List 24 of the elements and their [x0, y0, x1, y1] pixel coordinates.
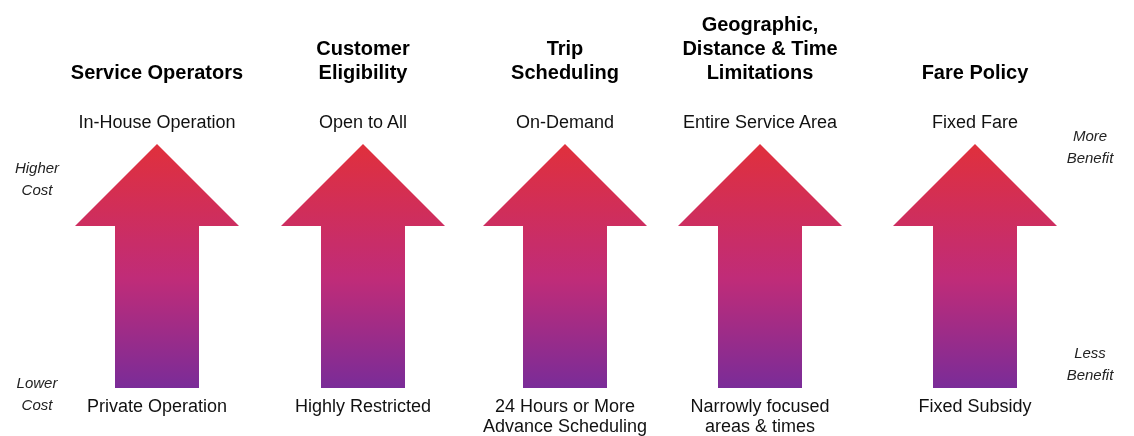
block-arrow: [678, 144, 842, 388]
scale-label: More Benefit: [1065, 126, 1115, 168]
block-arrow: [483, 144, 647, 388]
arrow-end-label: Highly Restricted: [273, 396, 453, 416]
column-heading: Fare Policy: [920, 60, 1030, 84]
column-heading: Trip Scheduling: [510, 36, 620, 84]
arrow-end-label: Entire Service Area: [670, 112, 850, 132]
column-heading: Customer Eligibility: [315, 36, 411, 84]
arrow-end-label: 24 Hours or More Advance Scheduling: [475, 396, 655, 436]
column-heading: Service Operators: [69, 60, 245, 84]
block-arrow: [281, 144, 445, 388]
scale-label: Higher Cost: [13, 158, 61, 200]
block-arrow: [893, 144, 1057, 388]
column-heading: Geographic, Distance & Time Limitations: [681, 12, 839, 84]
arrow-end-label: In-House Operation: [67, 112, 247, 132]
arrow-end-label: Fixed Subsidy: [885, 396, 1065, 416]
arrow-end-label: Private Operation: [67, 396, 247, 416]
scale-label: Less Benefit: [1065, 343, 1115, 385]
arrow-end-label: Fixed Fare: [885, 112, 1065, 132]
scale-label: Lower Cost: [15, 373, 59, 415]
arrow-end-label: Open to All: [273, 112, 453, 132]
arrow-end-label: Narrowly focused areas & times: [670, 396, 850, 436]
arrow-end-label: On-Demand: [475, 112, 655, 132]
block-arrow: [75, 144, 239, 388]
